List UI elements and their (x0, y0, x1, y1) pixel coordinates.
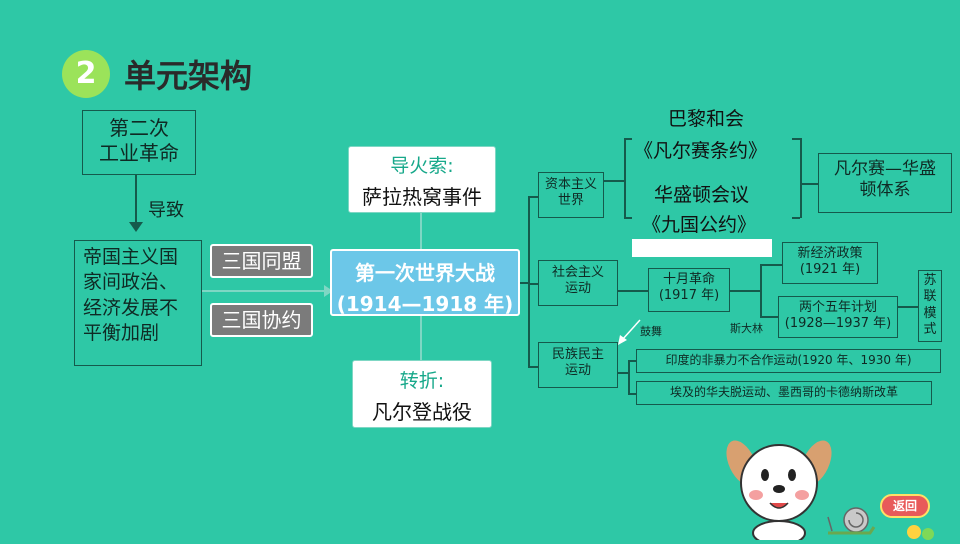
connector (618, 290, 648, 292)
turning-event: 凡尔登战役 (372, 400, 472, 424)
back-button-label: 返回 (892, 499, 917, 513)
connector (618, 372, 628, 374)
ww1-box: 第一次世界大战 (1914—1918 年) (330, 249, 520, 316)
connector (624, 138, 632, 140)
india-movement-box: 印度的非暴力不合作运动(1920 年、1930 年) (636, 349, 941, 373)
triple-entente-label: 三国协约 (210, 303, 313, 337)
arrow-right-icon (324, 285, 333, 297)
cover-rectangle (632, 239, 772, 257)
turning-point-box: 转折: 凡尔登战役 (352, 360, 492, 428)
turning-label: 转折: (399, 370, 445, 392)
connector (800, 183, 818, 185)
soviet-model-box: 苏 联 模 式 (918, 270, 942, 342)
versailles-washington-system-box: 凡尔赛—华盛 顿体系 (818, 153, 952, 213)
connector (628, 393, 636, 395)
connector (202, 290, 328, 292)
versailles-treaty: 《凡尔赛条约》 (634, 140, 768, 162)
connector (420, 316, 422, 360)
imbalance-box: 帝国主义国 家间政治、 经济发展不 平衡加剧 (74, 240, 202, 366)
section-number-badge: 2 (62, 50, 110, 98)
connector (528, 366, 538, 368)
connector (604, 180, 624, 182)
connector (628, 360, 636, 362)
connector (760, 264, 782, 266)
ww1-title: 第一次世界大战 (355, 261, 495, 285)
snail-icon (826, 505, 878, 535)
connector (420, 213, 422, 249)
arrow-down-left-icon (614, 318, 644, 348)
october-revolution-box: 十月革命 (1917 年) (648, 268, 730, 312)
nine-power-treaty: 《九国公约》 (642, 214, 757, 236)
national-movement-box: 民族民主 运动 (538, 342, 618, 388)
second-industrial-revolution-box: 第二次 工业革命 (82, 110, 196, 175)
connector (624, 217, 632, 219)
bracket-vertical (528, 196, 530, 366)
connector (520, 282, 528, 284)
connector (760, 316, 782, 318)
capitalist-world-box: 资本主义 世界 (538, 172, 604, 218)
connector (135, 175, 137, 225)
fuse-event: 萨拉热窝事件 (362, 185, 482, 209)
back-button[interactable]: 返回 (880, 494, 930, 518)
bracket-vertical (800, 138, 802, 218)
five-year-plans-box: 两个五年计划 (1928—1937 年) (778, 296, 898, 338)
bracket-vertical (624, 138, 626, 218)
egypt-mexico-box: 埃及的华夫脱运动、墨西哥的卡德纳斯改革 (636, 381, 932, 405)
paris-conference: 巴黎和会 (668, 108, 745, 130)
inspire-label: 鼓舞 (640, 325, 662, 338)
connector (898, 306, 918, 308)
connector (730, 290, 760, 292)
fuse-box: 导火索: 萨拉热窝事件 (348, 146, 496, 213)
connector (792, 217, 800, 219)
fuse-label: 导火索: (390, 155, 454, 177)
ww1-years: (1914—1918 年) (336, 292, 514, 316)
arrow-down-icon (129, 222, 143, 232)
stalin-label: 斯大林 (730, 322, 763, 335)
washington-conference: 华盛顿会议 (654, 184, 750, 206)
bracket-vertical (760, 264, 762, 316)
socialist-movement-box: 社会主义 运动 (538, 260, 618, 306)
connector (792, 138, 800, 140)
puppy-mascot-icon (722, 425, 834, 544)
triple-alliance-label: 三国同盟 (210, 244, 313, 278)
arrow-label: 导致 (148, 200, 184, 221)
bracket-vertical (628, 360, 630, 394)
connector (528, 196, 538, 198)
page-title: 单元架构 (124, 57, 253, 95)
connector (528, 283, 538, 285)
flower-icon (904, 520, 936, 540)
new-economic-policy-box: 新经济政策 (1921 年) (782, 242, 878, 284)
